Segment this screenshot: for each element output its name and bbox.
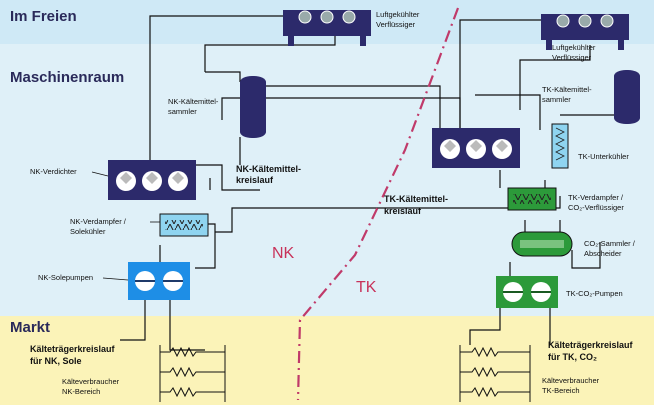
tk-condenser-label-1: Luftgekühlter <box>552 43 596 52</box>
nk-evaporator <box>159 213 209 237</box>
tk-consumer-circuits <box>459 345 531 402</box>
co2-separator-label-1: CO₂-Sammler / <box>584 239 636 248</box>
nk-circuit-label-1: NK-Kältemittel- <box>236 164 301 174</box>
nk-consumers-label-2: NK-Bereich <box>62 387 100 396</box>
nk-consumer-circuits <box>159 345 226 402</box>
tk-receiver <box>614 70 640 124</box>
tk-consumers-label-2: TK-Bereich <box>542 386 580 395</box>
tk-secondary-label-2: für TK, CO₂ <box>548 352 597 362</box>
nk-tk-divider <box>296 7 460 401</box>
tk-evaporator-label-2: CO₂-Verflüssiger <box>568 203 624 212</box>
tk-compressor <box>432 128 520 168</box>
tk-condenser <box>541 14 629 50</box>
tk-receiver-label-1: TK-Kältemittel- <box>542 85 592 94</box>
tk-condenser-label-2: Verflüssiger <box>552 53 592 62</box>
nk-evaporator-label-1: NK-Verdampfer / <box>70 217 127 226</box>
tk-circuit-label-1: TK-Kältemittel- <box>384 194 448 204</box>
divider-label-tk: TK <box>356 279 377 296</box>
tk-subcooler-label: TK-Unterkühler <box>578 152 629 161</box>
nk-condenser-label-2: Verflüssiger <box>376 20 416 29</box>
nk-consumers-label-1: Kälteverbraucher <box>62 377 120 386</box>
nk-condenser <box>283 10 371 46</box>
nk-pumps <box>128 262 190 300</box>
tk-pumps <box>496 276 558 308</box>
tk-evaporator-label-1: TK-Verdampfer / <box>568 193 624 202</box>
nk-receiver-label-1: NK-Kältemittel- <box>168 97 219 106</box>
tk-circuit-label-2: kreislauf <box>384 206 422 216</box>
tk-receiver-label-2: sammler <box>542 95 571 104</box>
nk-receiver-label-2: sammler <box>168 107 197 116</box>
nk-circuit-label-2: kreislauf <box>236 175 274 185</box>
tk-evaporator <box>507 187 557 211</box>
nk-secondary-label-1: Kälteträgerkreislauf <box>30 344 116 354</box>
nk-receiver <box>240 76 266 138</box>
nk-pumps-label: NK-Solepumpen <box>38 273 93 282</box>
tk-pumps-label: TK-CO₂-Pumpen <box>566 289 623 298</box>
zone-label-market: Markt <box>10 319 50 336</box>
zone-market <box>0 316 654 405</box>
nk-secondary-label-2: für NK, Sole <box>30 356 82 366</box>
co2-separator-label-2: Abscheider <box>584 249 622 258</box>
tk-consumers-label-1: Kälteverbraucher <box>542 376 600 385</box>
nk-evaporator-label-2: Solekühler <box>70 227 106 236</box>
divider-label-nk: NK <box>272 245 295 262</box>
co2-separator <box>511 231 573 257</box>
tk-secondary-label-1: Kälteträgerkreislauf <box>548 340 634 350</box>
nk-condenser-label-1: Luftgekühlter <box>376 10 420 19</box>
zone-label-machine-room: Maschinenraum <box>10 69 124 86</box>
nk-compressor-label: NK-Verdichter <box>30 167 77 176</box>
zone-label-outdoor: Im Freien <box>10 8 77 25</box>
tk-subcooler <box>551 123 569 169</box>
nk-compressor <box>108 160 196 200</box>
